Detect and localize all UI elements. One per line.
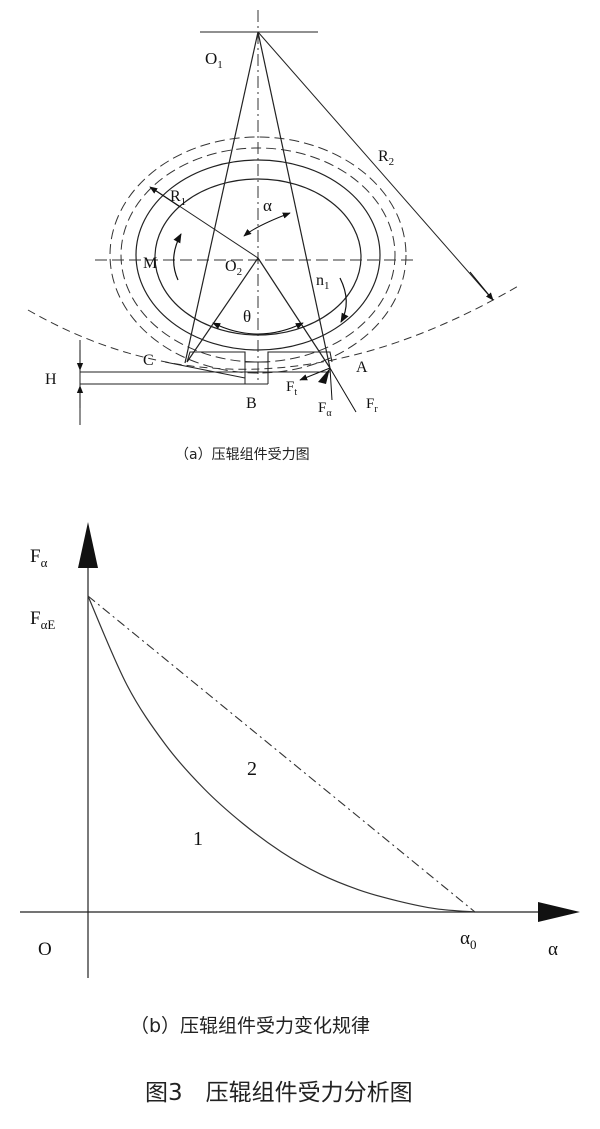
label-o1: O1 bbox=[205, 49, 223, 71]
origin-label: O bbox=[38, 939, 52, 960]
label-m: M bbox=[143, 255, 157, 272]
label-b: B bbox=[246, 395, 257, 412]
o1-to-a bbox=[257, 31, 331, 369]
label-h: H bbox=[45, 371, 57, 388]
c-slope bbox=[164, 361, 246, 379]
o2-to-a bbox=[257, 257, 331, 369]
x-axis-label: α bbox=[548, 939, 558, 960]
label-c: C bbox=[143, 352, 154, 369]
chart-b: Fα FαE O α0 α 2 1 bbox=[20, 522, 580, 978]
label-fr: Fr bbox=[366, 396, 378, 415]
force-fr bbox=[329, 367, 357, 413]
curve-1-label: 1 bbox=[193, 828, 203, 850]
r1-arrow bbox=[149, 186, 181, 208]
theta-arc bbox=[212, 322, 304, 335]
x-tick-label: α0 bbox=[460, 928, 476, 952]
label-a: A bbox=[356, 359, 368, 376]
n1-rotation-arc bbox=[339, 277, 349, 323]
label-fa: Fα bbox=[318, 400, 332, 419]
label-alpha: α bbox=[263, 196, 272, 215]
label-r1: R1 bbox=[170, 188, 186, 208]
bottom-slot bbox=[186, 351, 333, 363]
o2-to-c bbox=[186, 257, 259, 363]
diagram-a bbox=[27, 10, 521, 425]
y-axis-label: Fα bbox=[30, 546, 48, 570]
label-r2: R2 bbox=[378, 148, 394, 168]
m-rotation-arc bbox=[173, 233, 182, 281]
alpha-arc bbox=[243, 212, 291, 237]
series-1-line bbox=[87, 595, 476, 913]
force-fa bbox=[329, 367, 333, 401]
roller-outer-dashed bbox=[109, 136, 407, 374]
y-tick-label: FαE bbox=[30, 608, 55, 632]
force-fa-arrowhead bbox=[318, 368, 330, 384]
curve-2-label: 2 bbox=[247, 758, 257, 780]
labels-a: O1 O2 R1 R2 α θ M n1 A B C H Ft Fα Fr （a… bbox=[45, 49, 394, 463]
r2-arrow bbox=[469, 271, 494, 301]
label-ft: Ft bbox=[286, 379, 297, 398]
caption-a: （a）压辊组件受力图 bbox=[175, 447, 310, 463]
x-axis-arrow bbox=[538, 902, 580, 922]
figure-caption: 图3 压辊组件受力分析图 bbox=[145, 1080, 413, 1106]
series-2-line bbox=[87, 595, 476, 913]
y-axis-arrow bbox=[78, 522, 98, 568]
label-theta: θ bbox=[243, 307, 251, 326]
arc-r2 bbox=[27, 284, 521, 370]
label-n1: n1 bbox=[316, 272, 330, 292]
force-ft bbox=[299, 367, 331, 381]
caption-b: （b）压辊组件受力变化规律 bbox=[130, 1015, 370, 1037]
label-o2: O2 bbox=[225, 258, 242, 278]
o1-to-r2 bbox=[257, 31, 494, 301]
o1-to-c bbox=[184, 31, 259, 364]
